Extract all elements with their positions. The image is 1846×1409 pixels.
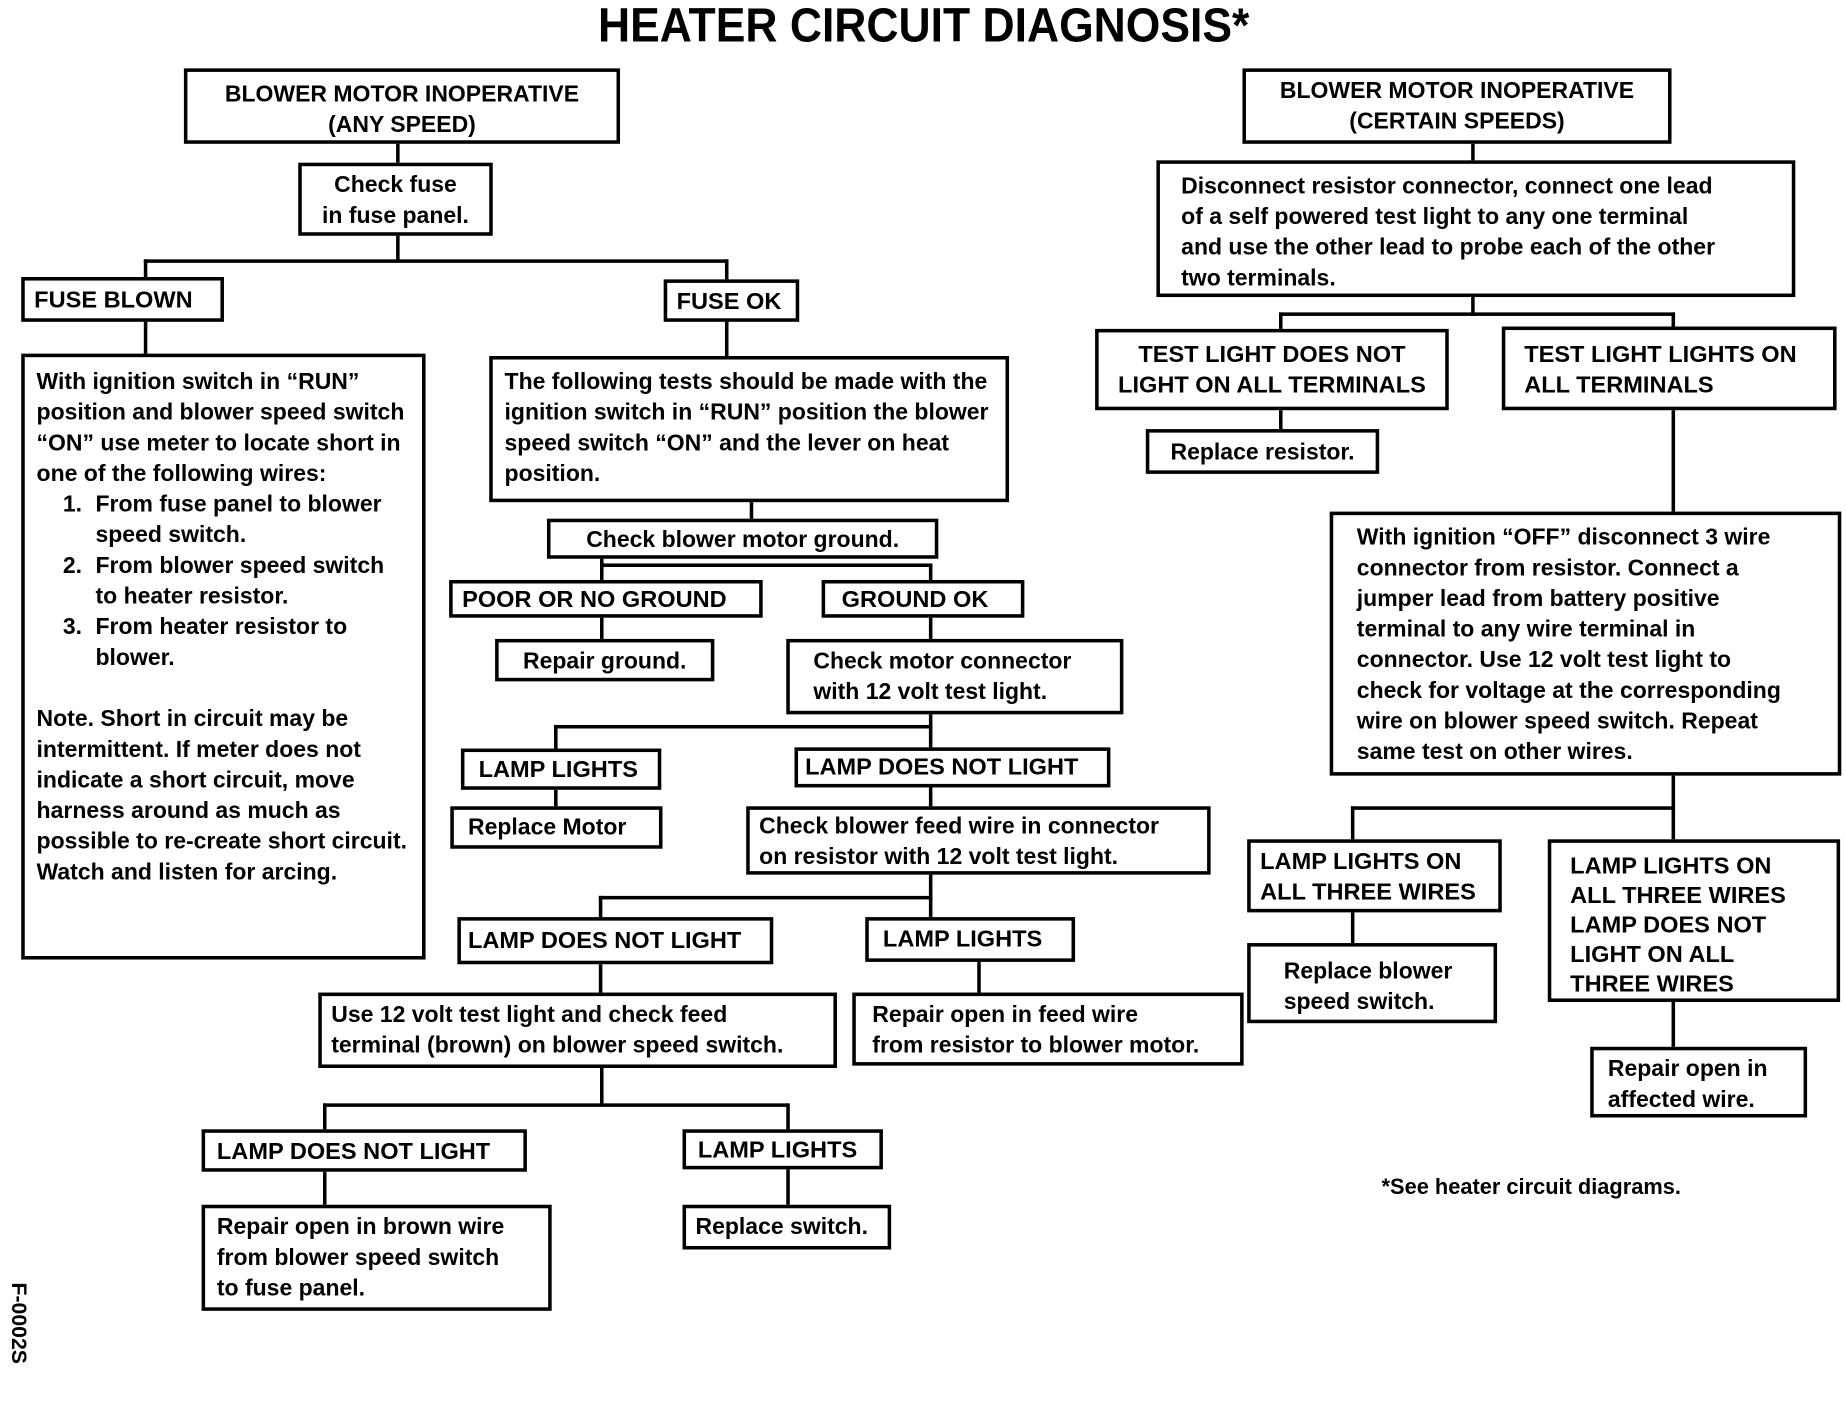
connector: [1671, 999, 1676, 1050]
connector: [928, 563, 933, 583]
fuse-blown-box: FUSE BLOWN: [21, 277, 224, 322]
connector: [322, 1169, 327, 1208]
connector: [598, 895, 933, 900]
footnote: *See heater circuit diagrams.: [1381, 1174, 1681, 1199]
connector: [598, 895, 603, 920]
check-feed-wire-box: Check blower feed wire in connector on r…: [746, 806, 1211, 875]
check-fuse-box: Check fuse in fuse panel.: [298, 162, 493, 236]
connector: [1278, 312, 1676, 316]
connector: [1471, 294, 1475, 316]
connector: [928, 711, 933, 753]
repair-feed-wire-box: Repair open in feed wire from resistor t…: [852, 992, 1244, 1066]
connector: [600, 556, 604, 583]
repair-brown-wire-box: Repair open in brown wire from blower sp…: [201, 1204, 552, 1311]
replace-motor-box: Replace Motor: [450, 806, 663, 849]
blower-inoperative-any-speed-box: BLOWER MOTOR INOPERATIVE (ANY SPEED): [183, 68, 621, 144]
ground-ok-box: GROUND OK: [821, 579, 1025, 618]
wire-list-item: From blower speed switch to heater resis…: [88, 550, 410, 611]
connector: [143, 259, 148, 279]
wire-list-item: From heater resistor to blower.: [88, 612, 410, 673]
connector: [1278, 407, 1283, 432]
lamp-does-not-light-box-3: LAMP DOES NOT LIGHT: [201, 1129, 527, 1172]
connector: [396, 233, 400, 262]
connector: [322, 1103, 789, 1107]
fuse-ok-instructions-box: The following tests should be made with …: [489, 355, 1010, 503]
connector: [143, 259, 729, 263]
connector: [554, 724, 558, 751]
repair-affected-wire-box: Repair open in affected wire.: [1590, 1046, 1808, 1118]
connector: [928, 615, 933, 642]
lamp-lights-box-3: LAMP LIGHTS: [682, 1129, 883, 1170]
connector: [1278, 312, 1283, 332]
connector: [1350, 806, 1355, 842]
check-ground-box: Check blower motor ground.: [546, 518, 939, 559]
short-circuit-note: Note. Short in circuit may be intermitte…: [36, 706, 407, 886]
connector: [322, 1103, 327, 1132]
poor-ground-box: POOR OR NO GROUND: [449, 579, 763, 618]
replace-resistor-box: Replace resistor.: [1145, 429, 1380, 474]
connector: [554, 724, 933, 729]
connector: [600, 563, 933, 568]
connector: [598, 961, 603, 995]
connector: [1671, 407, 1676, 514]
wire-list: From fuse panel to blower speed switch. …: [37, 489, 411, 673]
connector: [396, 141, 400, 166]
ignition-off-instructions-box: With ignition “OFF” disconnect 3 wire co…: [1329, 511, 1842, 776]
connector: [1350, 910, 1355, 946]
connector: [1471, 141, 1475, 163]
test-light-does-not-light-box: TEST LIGHT DOES NOT LIGHT ON ALL TERMINA…: [1095, 328, 1449, 411]
connector: [724, 259, 729, 281]
connector: [1671, 312, 1676, 329]
connector: [749, 499, 754, 522]
connector: [724, 320, 729, 359]
connector: [600, 1065, 604, 1106]
lamp-does-not-light-box-2: LAMP DOES NOT LIGHT: [457, 917, 774, 965]
replace-switch-box: Replace switch.: [682, 1204, 892, 1250]
connector: [1350, 806, 1676, 810]
lamp-lights-all-three-box: LAMP LIGHTS ON ALL THREE WIRES: [1247, 839, 1502, 913]
lamp-mixed-result-box: LAMP LIGHTS ON ALL THREE WIRES LAMP DOES…: [1547, 839, 1841, 1002]
fuse-blown-instructions-box: With ignition switch in “RUN” position a…: [21, 353, 426, 960]
fuse-blown-intro: With ignition switch in “RUN” position a…: [36, 368, 405, 487]
lamp-does-not-light-box-1: LAMP DOES NOT LIGHT: [794, 747, 1111, 788]
wire-list-item: From fuse panel to blower speed switch.: [88, 489, 410, 550]
disconnect-resistor-box: Disconnect resistor connector, connect o…: [1156, 160, 1796, 298]
connector: [786, 1103, 790, 1132]
fuse-ok-box: FUSE OK: [663, 279, 800, 322]
check-motor-connector-box: Check motor connector with 12 volt test …: [786, 638, 1124, 715]
lamp-lights-box-1: LAMP LIGHTS: [460, 748, 662, 790]
page-title: HEATER CIRCUIT DIAGNOSIS*: [597, 0, 1250, 52]
repair-ground-box: Repair ground.: [495, 638, 715, 682]
connector: [600, 615, 604, 642]
connector: [928, 785, 933, 809]
test-light-lights-on-box: TEST LIGHT LIGHTS ON ALL TERMINALS: [1501, 326, 1837, 411]
figure-id: F-0002S: [7, 1282, 31, 1364]
connector: [977, 959, 981, 995]
blower-inoperative-certain-speeds-box: BLOWER MOTOR INOPERATIVE (CERTAIN SPEEDS…: [1242, 68, 1672, 144]
connector: [554, 787, 558, 809]
connector: [786, 1167, 790, 1208]
replace-blower-switch-box: Replace blower speed switch.: [1247, 943, 1498, 1024]
lamp-lights-box-2: LAMP LIGHTS: [865, 917, 1076, 962]
use-test-light-box: Use 12 volt test light and check feed te…: [318, 992, 837, 1068]
connector: [143, 320, 148, 356]
